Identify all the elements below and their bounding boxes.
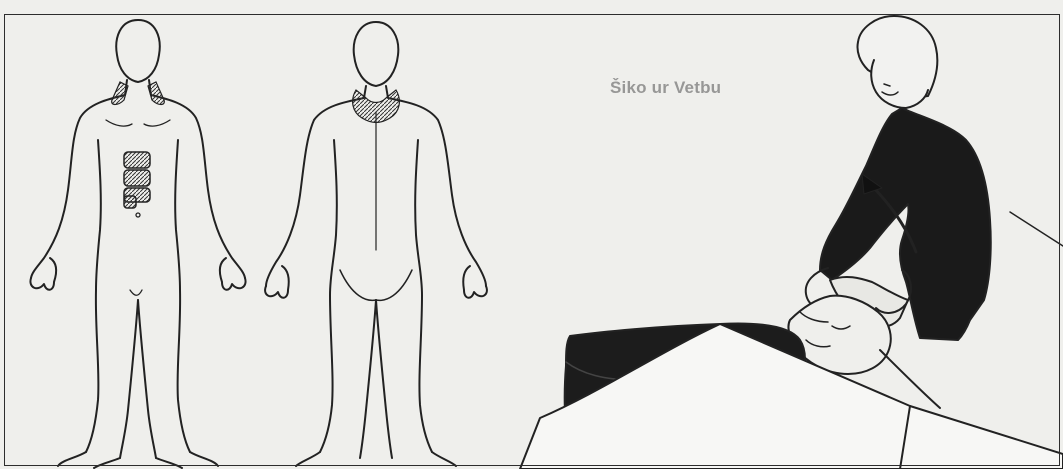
front-neck-hatch bbox=[112, 82, 165, 105]
back-body-figure bbox=[265, 22, 487, 466]
back-neck-hatch bbox=[353, 90, 400, 123]
front-body-figure bbox=[30, 20, 245, 468]
front-abdomen-marks bbox=[124, 152, 150, 208]
treatment-scene bbox=[520, 16, 1063, 469]
